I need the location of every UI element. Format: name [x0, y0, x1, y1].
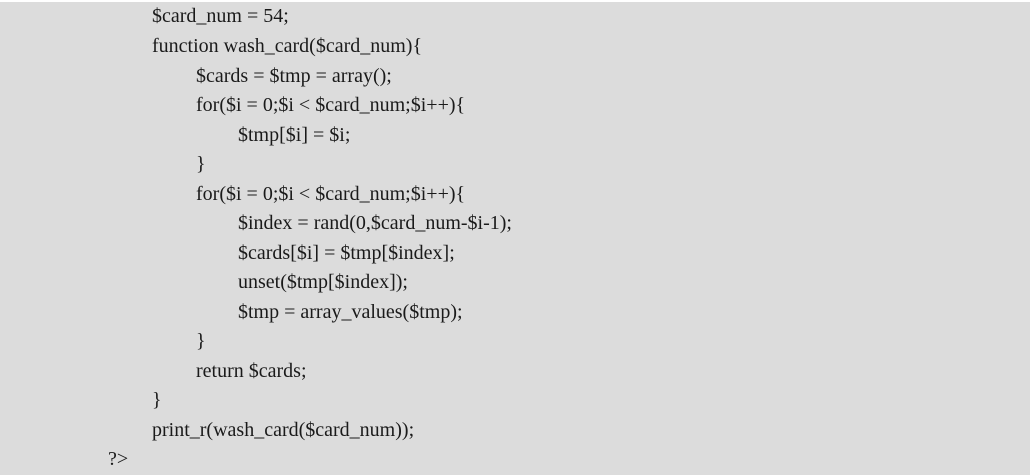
code-line-text: unset($tmp[$index]);: [238, 271, 408, 293]
code-line-text: $card_num = 54;: [152, 5, 289, 27]
code-line-text: }: [152, 389, 162, 411]
code-line: $index = rand(0,$card_num-$i-1);: [0, 209, 1030, 239]
code-line-text: print_r(wash_card($card_num));: [152, 419, 415, 441]
code-line-text: }: [196, 153, 206, 175]
code-line-text: for($i = 0;$i < $card_num;$i++){: [196, 183, 466, 205]
code-line: function wash_card($card_num){: [0, 32, 1030, 62]
code-line: $card_num = 54;: [0, 2, 1030, 32]
code-line: ?>: [0, 445, 1030, 475]
code-line-text: ?>: [108, 448, 129, 470]
code-line: }: [0, 386, 1030, 416]
code-line-text: $cards = $tmp = array();: [196, 65, 392, 87]
code-line: $cards = $tmp = array();: [0, 62, 1030, 92]
code-line: unset($tmp[$index]);: [0, 268, 1030, 298]
code-line: $cards[$i] = $tmp[$index];: [0, 239, 1030, 269]
code-line: }: [0, 327, 1030, 357]
code-line-text: $tmp = array_values($tmp);: [238, 301, 463, 323]
code-line: $tmp = array_values($tmp);: [0, 298, 1030, 328]
code-line: for($i = 0;$i < $card_num;$i++){: [0, 91, 1030, 121]
code-line: $tmp[$i] = $i;: [0, 121, 1030, 151]
code-line-text: }: [196, 330, 206, 352]
code-line-text: function wash_card($card_num){: [152, 35, 423, 57]
code-line-text: return $cards;: [196, 360, 307, 382]
code-line: for($i = 0;$i < $card_num;$i++){: [0, 180, 1030, 210]
code-line-text: $cards[$i] = $tmp[$index];: [238, 242, 455, 264]
code-line-text: for($i = 0;$i < $card_num;$i++){: [196, 94, 466, 116]
code-line: print_r(wash_card($card_num));: [0, 416, 1030, 446]
code-line: return $cards;: [0, 357, 1030, 387]
code-line-text: $index = rand(0,$card_num-$i-1);: [238, 212, 512, 234]
code-line-text: $tmp[$i] = $i;: [238, 124, 351, 146]
code-line: }: [0, 150, 1030, 180]
